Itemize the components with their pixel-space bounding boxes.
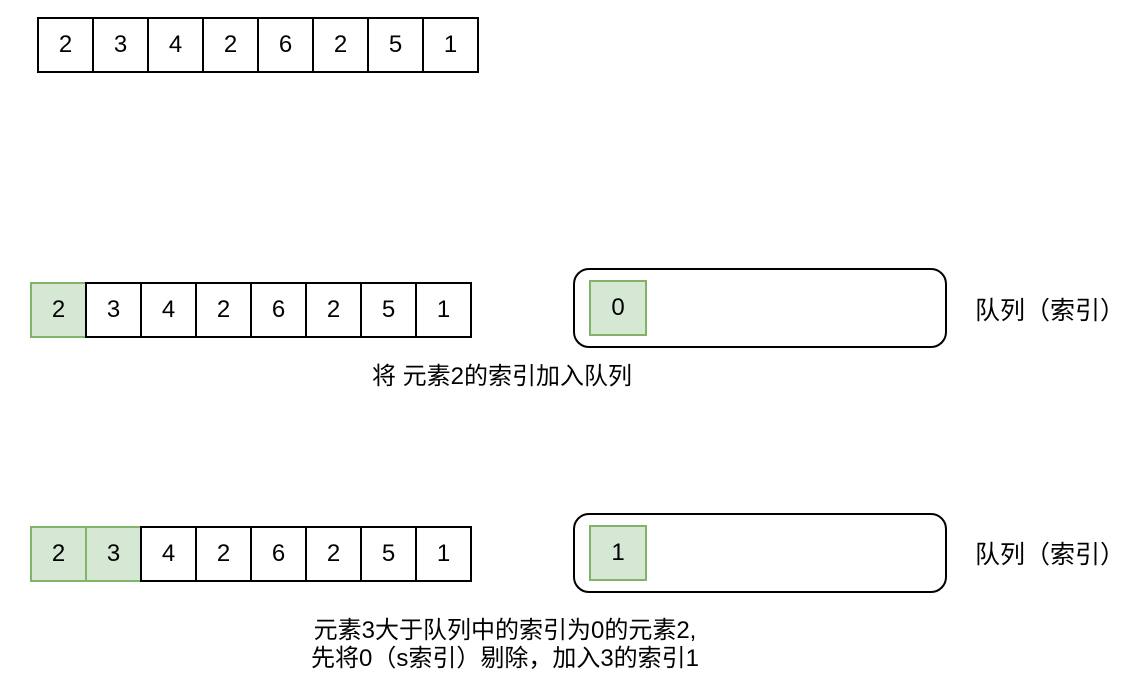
array-cell-4: 6	[250, 282, 307, 338]
array-cell-0: 2	[37, 17, 94, 73]
caption-step1: 将 元素2的索引加入队列	[372, 363, 632, 391]
array-cell-7: 1	[415, 526, 472, 582]
array-cell-1: 3	[85, 282, 142, 338]
caption-step2-line1: 元素3大于队列中的索引为0的元素2,	[313, 617, 697, 644]
array-cell-3: 2	[195, 282, 252, 338]
queue-box-step2: 1	[573, 513, 947, 593]
array-cell-5: 2	[305, 526, 362, 582]
queue-label-step1: 队列（索引）	[975, 297, 1122, 325]
array-cell-6: 5	[360, 282, 417, 338]
queue-label-step2: 队列（索引）	[975, 541, 1122, 569]
queue-item-0: 0	[589, 280, 647, 336]
array-cell-3: 2	[195, 526, 252, 582]
array-cell-1: 3	[92, 17, 149, 73]
array-cell-0: 2	[30, 526, 87, 582]
caption-step2-line2: 先将0（s索引）剔除，加入3的索引1	[310, 645, 700, 672]
caption-step2: 元素3大于队列中的索引为0的元素2, 先将0（s索引）剔除，加入3的索引1	[311, 617, 699, 673]
array-cell-6: 5	[367, 17, 424, 73]
array-cell-7: 1	[422, 17, 479, 73]
array-cell-4: 6	[250, 526, 307, 582]
array-cell-5: 2	[305, 282, 362, 338]
array-cell-2: 4	[147, 17, 204, 73]
queue-item-0: 1	[589, 525, 647, 581]
array-cell-4: 6	[257, 17, 314, 73]
array-cell-2: 4	[140, 526, 197, 582]
array-cell-1: 3	[85, 526, 142, 582]
array-cell-6: 5	[360, 526, 417, 582]
queue-box-step1: 0	[573, 268, 947, 348]
array-cell-3: 2	[202, 17, 259, 73]
array-cell-7: 1	[415, 282, 472, 338]
array-cell-2: 4	[140, 282, 197, 338]
array-cell-0: 2	[30, 282, 87, 338]
caption-step1-line1: 将 元素2的索引加入队列	[371, 363, 633, 390]
array-cell-5: 2	[312, 17, 369, 73]
